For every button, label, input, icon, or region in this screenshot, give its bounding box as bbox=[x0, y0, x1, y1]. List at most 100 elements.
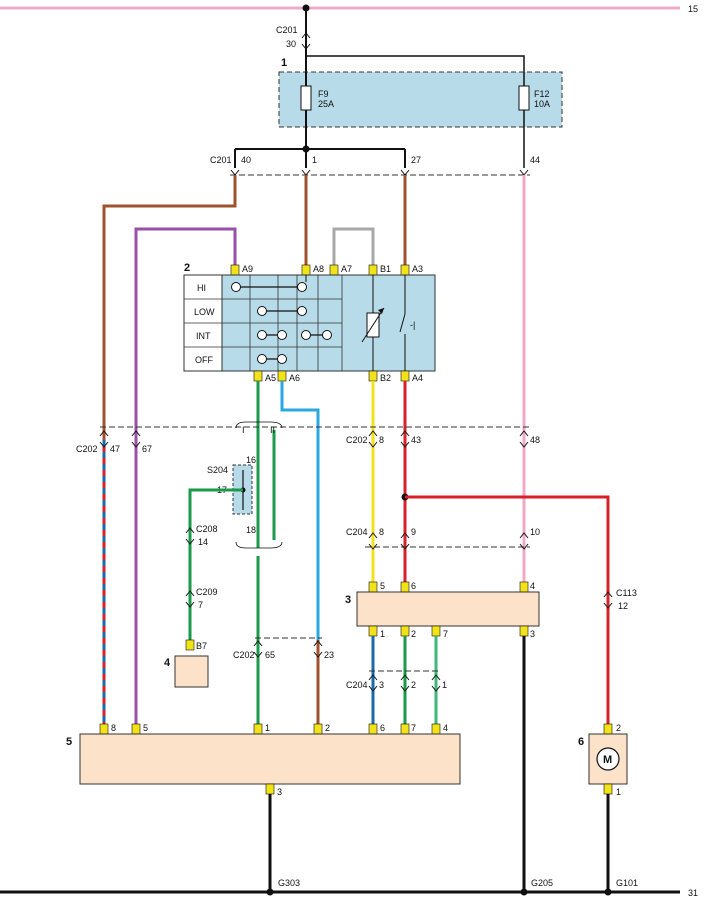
pin-b2: B2 bbox=[380, 373, 391, 383]
c204-lower-marks bbox=[368, 674, 441, 692]
motor6-pin-2: 2 bbox=[616, 723, 621, 733]
s204-pin-18: 18 bbox=[246, 525, 256, 535]
module5-pin-6: 6 bbox=[380, 723, 385, 733]
module5 bbox=[79, 733, 461, 785]
pin-a5: A5 bbox=[265, 373, 276, 383]
c202-pin-67: 67 bbox=[142, 444, 152, 454]
fuse-f9 bbox=[300, 85, 312, 111]
module3 bbox=[356, 591, 540, 627]
connector-mark bbox=[301, 43, 311, 50]
c209-label: C209 bbox=[196, 587, 218, 597]
pin-a8: A8 bbox=[313, 264, 324, 274]
module3-pin-4: 4 bbox=[530, 581, 535, 591]
module5-bottom-connector bbox=[265, 783, 275, 795]
switch-grid bbox=[184, 275, 343, 371]
fusebox-number: 1 bbox=[281, 57, 287, 69]
ground-g101: G101 bbox=[616, 878, 638, 888]
component4-connector bbox=[185, 639, 195, 651]
c204-mid-marks bbox=[368, 532, 529, 550]
s204-brace-bottom bbox=[235, 541, 283, 549]
c201-marks bbox=[230, 169, 529, 176]
module5-number: 5 bbox=[66, 736, 72, 748]
pin-a3: A3 bbox=[412, 264, 423, 274]
motor6-top-connector bbox=[603, 723, 613, 735]
pin-a4: A4 bbox=[412, 373, 423, 383]
s204-legend-i: I bbox=[242, 425, 245, 435]
motor6-pin-1: 1 bbox=[616, 787, 621, 797]
fuse-f9-rating: 25A bbox=[318, 99, 334, 109]
c202-lower-pin-23: 23 bbox=[324, 650, 334, 660]
c202-pin-8: C202 bbox=[346, 435, 368, 445]
mode-low: LOW bbox=[194, 307, 215, 317]
wire-brown-left bbox=[102, 175, 237, 440]
switch-number: 2 bbox=[184, 262, 190, 274]
fuse-f12-rating: 10A bbox=[534, 99, 550, 109]
c202-pin-48: 48 bbox=[530, 435, 540, 445]
c202-pin-8b: 8 bbox=[379, 435, 384, 445]
module5-pin-2: 2 bbox=[325, 723, 330, 733]
c204-mid-pin-9: 9 bbox=[411, 527, 416, 537]
s204-pin-16: 16 bbox=[246, 455, 256, 465]
ground-dot-g303 bbox=[266, 888, 274, 896]
module3-pin-3: 3 bbox=[530, 629, 535, 639]
c202-lower-marks bbox=[253, 640, 323, 658]
component4-pin: B7 bbox=[196, 641, 207, 651]
ground-dot-g205 bbox=[520, 888, 528, 896]
module5-pin-4: 4 bbox=[443, 723, 448, 733]
c204-mid-pin-8: 8 bbox=[379, 527, 384, 537]
module3-bottom-connectors bbox=[368, 625, 529, 637]
connector-mark bbox=[301, 32, 311, 39]
wire-green-s204 bbox=[188, 488, 243, 640]
module3-pin-2: 2 bbox=[411, 629, 416, 639]
motor6-bottom-connector bbox=[603, 783, 613, 795]
module3-pin-6: 6 bbox=[411, 581, 416, 591]
ground-g303: G303 bbox=[278, 878, 300, 888]
c204-lower-pin-1: 1 bbox=[442, 680, 447, 690]
c209-pin: 7 bbox=[198, 600, 203, 610]
wire-f12-feed bbox=[306, 55, 525, 72]
c204-lower-pin-2: 2 bbox=[411, 680, 416, 690]
c204-mid-label: C204 bbox=[346, 527, 368, 537]
motor-symbol: M bbox=[603, 754, 612, 766]
s204-brace-top bbox=[235, 421, 283, 429]
pin-a9: A9 bbox=[242, 264, 253, 274]
module5-pin-3: 3 bbox=[277, 787, 282, 797]
wire-purple bbox=[134, 227, 237, 728]
module5-pin-8: 8 bbox=[111, 723, 116, 733]
c201-pin-44: 44 bbox=[530, 155, 540, 165]
switch-contact-circles bbox=[231, 282, 332, 364]
pin-b1: B1 bbox=[380, 264, 391, 274]
wire-red-motor bbox=[405, 495, 610, 728]
pin-a6: A6 bbox=[289, 373, 300, 383]
rail-31-label: 31 bbox=[688, 888, 698, 898]
c202-upper-marks bbox=[99, 430, 529, 448]
switch-contact-arm bbox=[399, 313, 406, 333]
module3-pin-1: 1 bbox=[380, 629, 385, 639]
pin-a7: A7 bbox=[341, 264, 352, 274]
fuse-f12-name: F12 bbox=[534, 89, 550, 99]
motor6-number: 6 bbox=[578, 736, 584, 748]
c201-bottom-label: C201 bbox=[210, 155, 232, 165]
c201-pin-27: 27 bbox=[411, 155, 421, 165]
c201-pin-1: 1 bbox=[312, 155, 317, 165]
module3-number: 3 bbox=[345, 594, 351, 606]
module5-pin-7: 7 bbox=[411, 723, 416, 733]
resistor-arrowhead bbox=[378, 308, 384, 314]
s204-legend-ii: II bbox=[270, 425, 275, 435]
wire-cyan-a6 bbox=[280, 381, 320, 640]
c208-c209-marks bbox=[185, 527, 195, 608]
c202-lower-pin-65: 65 bbox=[265, 650, 275, 660]
ground-g205: G205 bbox=[531, 878, 553, 888]
rail-15-label: 15 bbox=[688, 4, 698, 14]
fuse-f9-name: F9 bbox=[318, 89, 329, 99]
c204-lower-pin-3: 3 bbox=[379, 680, 384, 690]
module5-pin-5: 5 bbox=[143, 723, 148, 733]
c113-label: C113 bbox=[616, 588, 637, 598]
c201-top-label: C201 bbox=[276, 25, 298, 35]
resistor-arrow bbox=[361, 307, 385, 343]
fuse-f12 bbox=[518, 85, 530, 111]
component4-number: 4 bbox=[164, 657, 171, 669]
component4 bbox=[174, 655, 209, 688]
s204-label: S204 bbox=[207, 465, 228, 475]
